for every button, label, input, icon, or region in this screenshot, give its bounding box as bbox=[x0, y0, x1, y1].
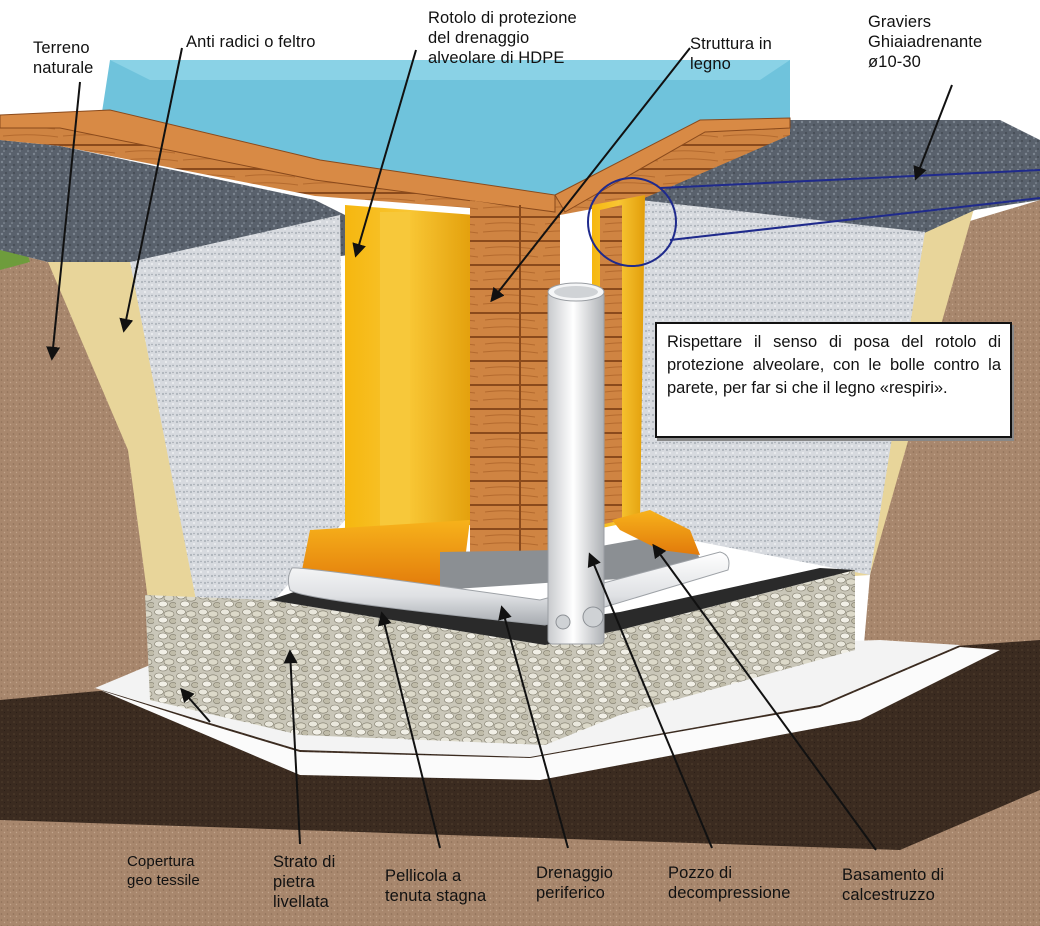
label-terreno-naturale: Terreno naturale bbox=[33, 39, 94, 77]
perimeter-drain-pipe bbox=[287, 551, 730, 626]
well-hole-2 bbox=[555, 614, 571, 630]
label-graviers: Graviers Ghiaiadrenante ø10-30 bbox=[868, 13, 983, 71]
subsoil-bottom bbox=[0, 790, 1040, 926]
arrow-drenaggio bbox=[498, 605, 569, 849]
label-rotolo-hdpe: Rotolo di protezione del drenaggio alveo… bbox=[428, 9, 577, 67]
arrow-pozzo bbox=[587, 552, 713, 849]
membrane-base-left bbox=[300, 520, 470, 590]
arrow-copertura bbox=[180, 687, 211, 723]
drain-gravel-left bbox=[130, 215, 345, 605]
wood-wall bbox=[470, 200, 560, 560]
label-drenaggio-periferico: Drenaggio periferico bbox=[536, 864, 614, 902]
note-box: Rispettare il senso di posa del rotolo d… bbox=[655, 322, 1012, 438]
felt-left bbox=[48, 262, 196, 600]
arrow-strato bbox=[283, 649, 301, 845]
arrow-struttura bbox=[490, 47, 691, 303]
pool-water-highlight bbox=[110, 60, 790, 80]
detail-line-top bbox=[659, 169, 1040, 189]
arrow-anti-radici bbox=[119, 47, 183, 333]
label-strato-pietra: Strato di pietra livellata bbox=[273, 853, 336, 911]
arrow-basamento bbox=[652, 543, 877, 851]
wood-rim-right bbox=[560, 120, 790, 215]
rim-beam-left bbox=[0, 109, 556, 213]
arrow-rotolo bbox=[352, 49, 417, 258]
label-pozzo-decompressione: Pozzo di decompressione bbox=[668, 864, 791, 902]
rim-beam-right bbox=[554, 117, 791, 213]
arrow-terreno bbox=[46, 81, 81, 361]
label-copertura-geo-tessile: Copertura geo tessile bbox=[127, 853, 200, 889]
label-basamento-calcestruzzo: Basamento di calcestruzzo bbox=[842, 866, 945, 904]
label-anti-radici: Anti radici o feltro bbox=[186, 33, 316, 51]
detail-line-bottom bbox=[669, 197, 1040, 241]
geotextile-edge bbox=[100, 647, 1000, 780]
membrane-base-right bbox=[612, 510, 700, 555]
arrow-graviers bbox=[913, 84, 953, 181]
decompression-well bbox=[547, 291, 605, 645]
label-pellicola: Pellicola a tenuta stagna bbox=[385, 867, 487, 905]
levelled-stone-layer bbox=[145, 570, 855, 745]
pool-water bbox=[100, 60, 790, 195]
wood-post-right bbox=[600, 205, 622, 525]
detail-circle bbox=[587, 177, 677, 267]
well-hole bbox=[582, 606, 604, 628]
hdpe-fold bbox=[380, 212, 410, 527]
leader-lines bbox=[46, 47, 953, 851]
label-struttura-legno: Struttura in legno bbox=[690, 35, 772, 73]
arrow-pellicola bbox=[377, 611, 441, 849]
gravel-top-left bbox=[0, 140, 348, 262]
